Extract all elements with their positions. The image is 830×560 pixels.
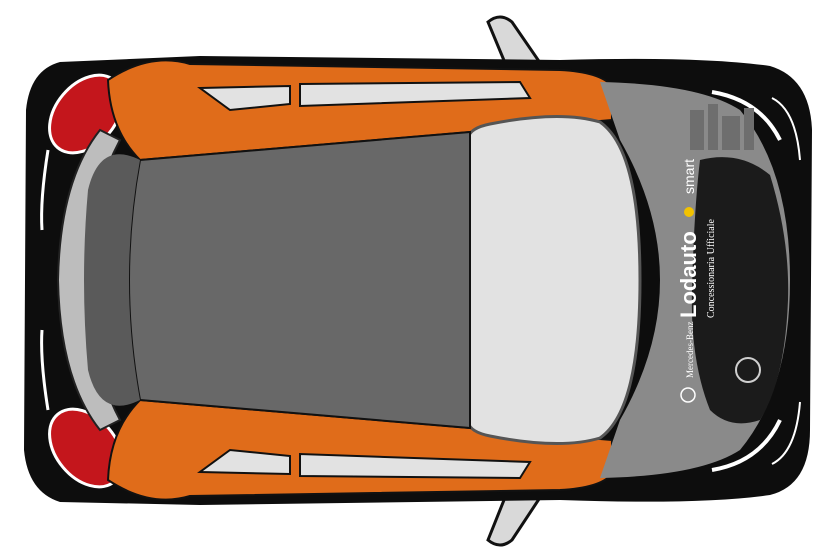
windshield <box>466 114 642 446</box>
smart-logo-icon <box>684 207 694 217</box>
brand-sub-text: Concessionaria Ufficiale <box>706 218 717 318</box>
hood-car-graphic <box>691 157 789 424</box>
body-highlight-rear-bottom <box>40 329 50 411</box>
rear-shelf <box>84 154 140 406</box>
side-window-bottom-2 <box>299 452 532 480</box>
roof <box>128 130 471 430</box>
mercedes-logo-icon <box>680 387 696 403</box>
brand-main-text: Lodauto <box>676 231 701 318</box>
body-highlight-rear-top <box>40 149 50 231</box>
side-window-bottom <box>197 448 291 476</box>
hood-skyline-graphic <box>690 104 754 150</box>
smart-text: smart <box>681 159 697 194</box>
side-window-top <box>197 84 291 112</box>
body-highlight-front-bottom <box>711 419 782 472</box>
side-window-top-2 <box>299 80 532 108</box>
mercedes-benz-text: Mercedes-Benz <box>685 322 695 378</box>
mercedes-star-grille <box>735 357 761 383</box>
body-highlight-front-top-2 <box>771 97 801 161</box>
body-highlight-front-bottom-2 <box>771 401 801 465</box>
